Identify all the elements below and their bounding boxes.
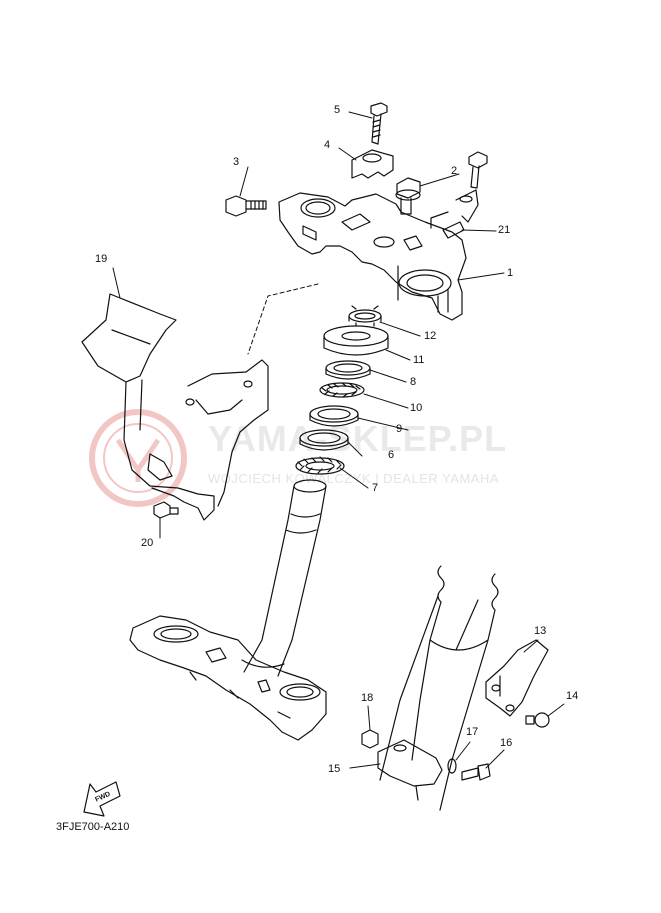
- part-5-bolt-shape: [370, 102, 388, 145]
- part-20-bolt-shape: [153, 501, 179, 519]
- part-14-bolt-shape: [525, 712, 550, 728]
- callout-12: 12: [424, 330, 437, 342]
- leader-lines: [112, 111, 565, 769]
- callout-6: 6: [388, 449, 395, 461]
- diagram-code: 3FJE700-A210: [56, 821, 130, 833]
- steering-stem-shape: [129, 479, 327, 741]
- callout-9: 9: [396, 423, 403, 435]
- watermark-subtitle: WOJCIECH KOWALCZYK | DEALER YAMAHA: [208, 471, 500, 486]
- callout-15: 15: [328, 763, 341, 775]
- callout-13: 13: [534, 625, 547, 637]
- part-12-ring-nut-shape: [348, 305, 382, 327]
- callout-11: 11: [413, 354, 425, 366]
- callout-1: 1: [507, 267, 514, 279]
- part-21-bracket-shape: [430, 151, 488, 239]
- callout-4: 4: [324, 139, 331, 151]
- part-11-cover-shape: [323, 325, 389, 356]
- part-13-guide-shape: [485, 639, 549, 717]
- part-4-holder-shape: [351, 149, 394, 179]
- part-17-washer-shape: [447, 758, 457, 774]
- part-7-bearing-shape: [295, 456, 345, 475]
- callout-8: 8: [410, 376, 417, 388]
- part-3-bolt-shape: [225, 195, 267, 217]
- fork-tube-shape: [379, 565, 499, 811]
- callout-7: 7: [372, 482, 379, 494]
- callout-2: 2: [451, 165, 458, 177]
- part-18-nut-shape: [361, 729, 379, 749]
- part-15-protector-shape: [377, 739, 443, 801]
- part-6-race-shape: [299, 429, 349, 451]
- part-19-stay-shape: [81, 293, 269, 521]
- callout-21: 21: [498, 224, 511, 236]
- part-16-bolt-shape: [461, 763, 491, 781]
- part-1-upper-bracket-shape: [278, 192, 467, 321]
- part-9-race-shape: [309, 405, 359, 427]
- watermark-title: YAMA-SKLEP.PL: [208, 418, 508, 459]
- callout-5: 5: [334, 104, 341, 116]
- callout-19: 19: [95, 253, 108, 265]
- part-10-seal-shape: [319, 382, 365, 398]
- callout-16: 16: [500, 737, 513, 749]
- callout-17: 17: [466, 726, 479, 738]
- callout-3: 3: [233, 156, 240, 168]
- callout-14: 14: [566, 690, 579, 702]
- part-2-bolt-shape: [395, 177, 421, 215]
- part-8-bearing-shape: [325, 360, 371, 380]
- callout-10: 10: [410, 402, 423, 414]
- callout-20: 20: [141, 537, 154, 549]
- callout-18: 18: [361, 692, 374, 704]
- fwd-arrow-icon: [83, 781, 121, 817]
